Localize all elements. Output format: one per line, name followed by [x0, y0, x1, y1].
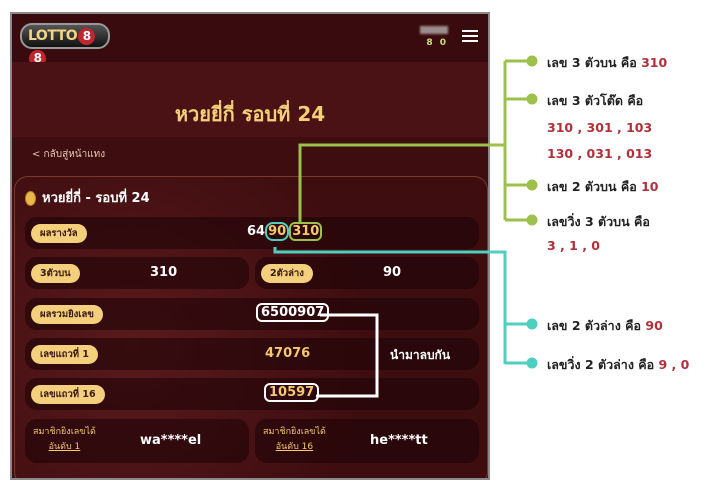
annotation-two-top: เลข 2 ตัวบน คือ 10 — [547, 177, 658, 197]
member-16-rank-link[interactable]: อันดับ 16 — [275, 442, 314, 452]
back-link[interactable]: < กลับสู่หน้าแทง — [32, 149, 106, 160]
cyan-connector — [273, 247, 507, 364]
prize-label: ผลรางวัล — [31, 224, 87, 243]
sum-label: ผลรวมยิงเลข — [31, 305, 103, 324]
two-low-label: 2ตัวล่าง — [261, 264, 313, 283]
row1-label: เลขแถวที่ 1 — [31, 345, 98, 364]
annotation-three-tod: เลข 3 ตัวโต๊ด คือ — [547, 93, 644, 108]
a3-text: เลข 2 ตัวบน คือ — [547, 179, 642, 194]
annotation-three-top: เลข 3 ตัวบน คือ 310 — [547, 53, 667, 73]
sum-value: 6500907 — [256, 303, 330, 322]
member-rank-1: สมาชิกยิงเลขได้อันดับ 1 wa****el — [25, 419, 249, 463]
title-band — [12, 62, 488, 137]
a1-text: เลข 3 ตัวบน คือ — [547, 55, 642, 70]
annotation-two-low: เลข 2 ตัวล่าง คือ 90 — [547, 316, 663, 336]
card-title-text: หวยยี่กี่ - รอบที่ 24 — [42, 191, 150, 206]
prize-three-top: 310 — [289, 222, 323, 241]
member-1-rank-link[interactable]: อันดับ 1 — [48, 442, 81, 452]
a3-value: 10 — [641, 179, 659, 194]
annotation-run-three: เลขวิ่ง 3 ตัวบน คือ — [547, 214, 650, 229]
member-1-label: สมาชิกยิงเลขได้อันดับ 1 — [33, 425, 96, 455]
username-blurred — [420, 26, 448, 34]
annotation-run-three-values: 3 , 1 , 0 — [547, 238, 600, 253]
a6-text: เลขวิ่ง 2 ตัวล่าง คือ — [547, 357, 659, 372]
annotation-three-tod-values-1: 310 , 301 , 103 — [547, 120, 653, 135]
cyan-branches — [505, 318, 538, 369]
row1-row: เลขแถวที่ 1 47076 นำมาลบกัน — [25, 338, 479, 370]
row16-row: เลขแถวที่ 16 10597 — [25, 378, 479, 410]
prize-two-low: 90 — [265, 222, 290, 241]
a1-value: 310 — [641, 55, 668, 70]
row1-value: 47076 — [265, 346, 311, 361]
subtract-note: นำมาลบกัน — [390, 348, 451, 362]
member-16-name: he****tt — [370, 433, 428, 448]
annotation-three-tod-values-2: 130 , 031 , 013 — [547, 146, 653, 161]
three-top-label: 3ตัวบน — [31, 264, 80, 283]
member-16-label: สมาชิกยิงเลขได้อันดับ 16 — [263, 425, 326, 455]
annotation-run-two-low: เลขวิ่ง 2 ตัวล่าง คือ 9 , 0 — [547, 355, 689, 375]
card-title: หวยยี่กี่ - รอบที่ 24 — [25, 187, 150, 208]
green-connector — [298, 143, 505, 224]
a5-text: เลข 2 ตัวล่าง คือ — [547, 318, 646, 333]
coin-icon — [25, 191, 36, 206]
two-low-row: 2ตัวล่าง 90 — [255, 257, 479, 289]
member-rank-16: สมาชิกยิงเลขได้อันดับ 16 he****tt — [255, 419, 479, 463]
three-top-value: 310 — [150, 265, 178, 280]
prize-prefix: 64 — [247, 224, 266, 239]
a5-value: 90 — [645, 318, 663, 333]
member-1-label-text: สมาชิกยิงเลขได้ — [33, 427, 96, 437]
balance: 8 0 — [426, 38, 448, 48]
green-branches — [505, 55, 538, 226]
row16-value: 10597 — [264, 383, 320, 402]
page-title: หวยยี่กี่ รอบที่ 24 — [174, 102, 326, 126]
sum-row: ผลรวมยิงเลข 6500907 — [25, 298, 479, 330]
hamburger-menu-icon[interactable] — [462, 30, 478, 45]
row16-label: เลขแถวที่ 16 — [31, 385, 105, 404]
subtract-bracket — [316, 313, 379, 398]
member-1-name: wa****el — [140, 433, 202, 448]
member-16-label-text: สมาชิกยิงเลขได้ — [263, 427, 326, 437]
a6-value: 9 , 0 — [658, 357, 690, 372]
three-top-row: 3ตัวบน 310 — [25, 257, 249, 289]
two-low-value: 90 — [383, 265, 402, 280]
